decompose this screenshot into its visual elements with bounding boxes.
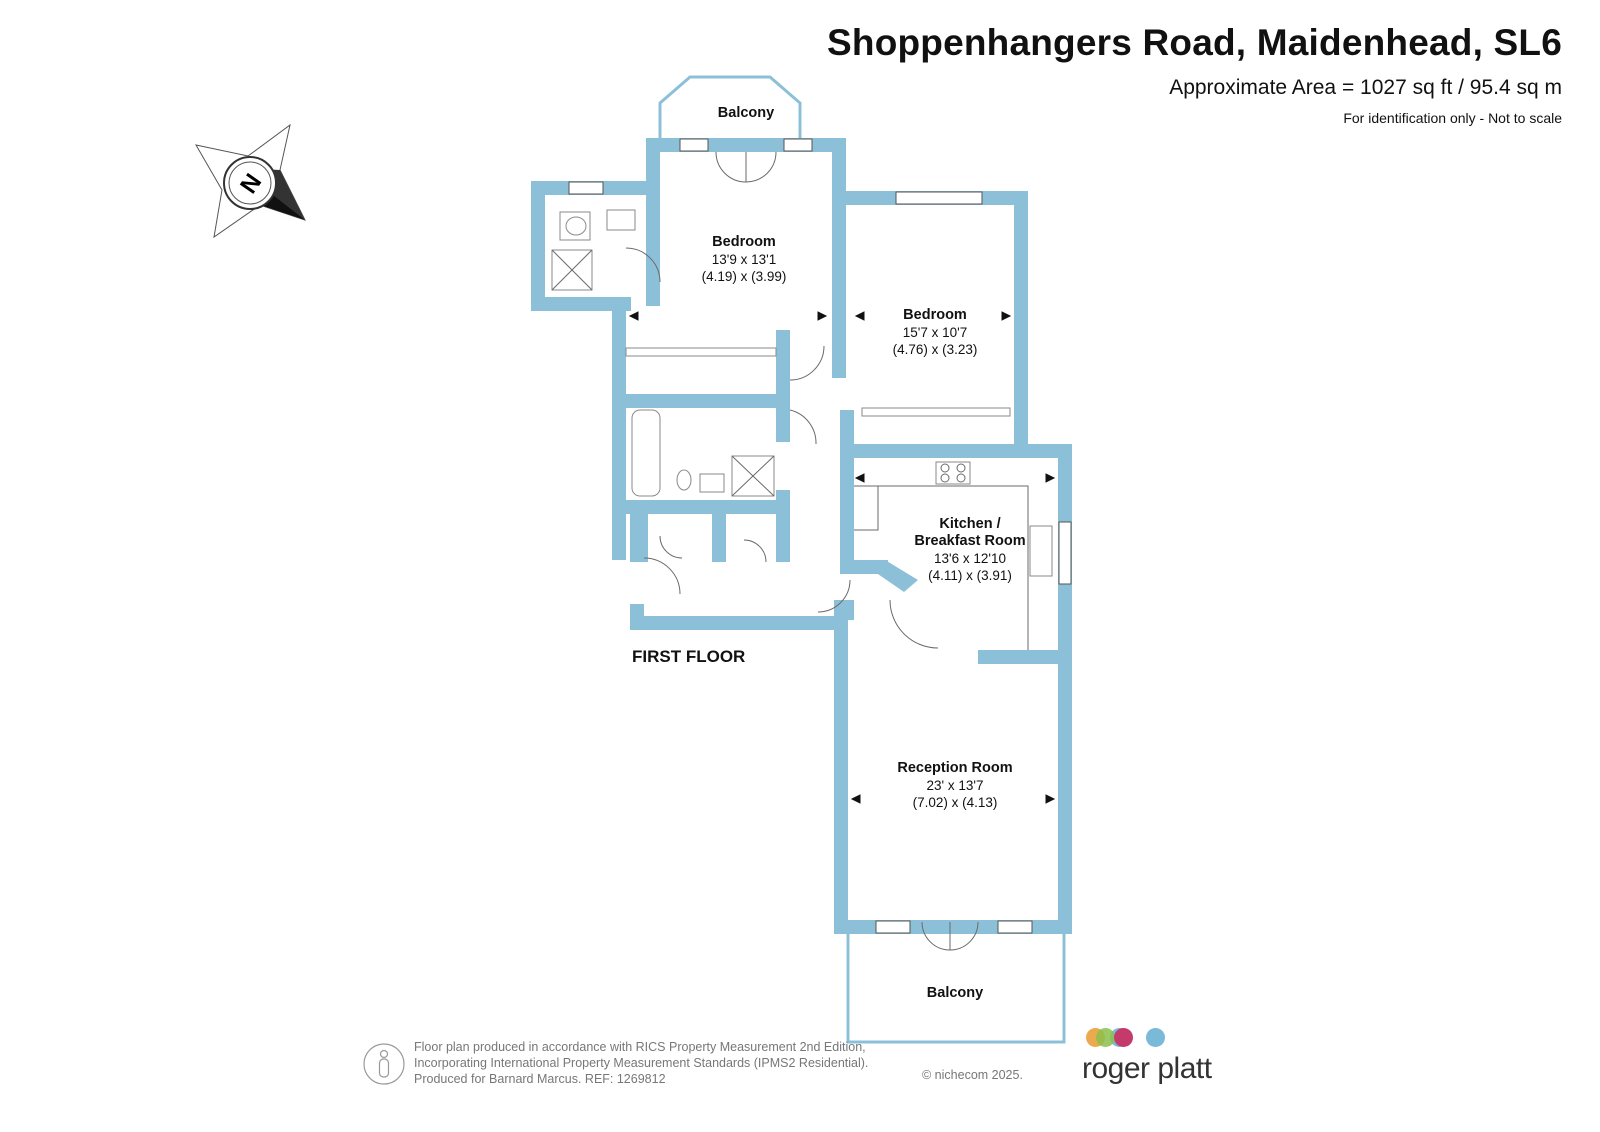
page-title: Shoppenhangers Road, Maidenhead, SL6 <box>827 22 1562 63</box>
compass-rose-icon: N <box>195 123 306 239</box>
room-bedroom-2: Bedroom 15'7 x 10'7 (4.76) x (3.23) <box>893 307 978 357</box>
wardrobe <box>625 347 777 357</box>
room-reception: Reception Room 23' x 13'7 (7.02) x (4.13… <box>897 760 1012 810</box>
logo-text: roger platt <box>1082 1052 1212 1085</box>
logo-dot-pink <box>1114 1028 1133 1047</box>
hob-icon <box>935 461 971 485</box>
logo-dot-blue-2 <box>1146 1028 1165 1047</box>
windows <box>568 138 1072 934</box>
scale-note: For identification only - Not to scale <box>1343 110 1562 126</box>
room-dimensions-metric: (4.19) x (3.99) <box>702 269 787 284</box>
footer-line-3: Produced for Barnard Marcus. REF: 126981… <box>414 1072 666 1086</box>
bath-icon <box>631 409 661 497</box>
top-balcony: Balcony <box>658 75 802 138</box>
floor-label: FIRST FLOOR <box>632 647 745 666</box>
room-name-balcony-top: Balcony <box>718 105 774 121</box>
room-name: Bedroom <box>712 234 776 250</box>
room-dimensions-metric: (4.11) x (3.91) <box>928 568 1012 583</box>
room-dimensions-imperial: 15'7 x 10'7 <box>903 325 967 340</box>
room-dimensions-metric: (4.76) x (3.23) <box>893 342 978 357</box>
approximate-area: Approximate Area = 1027 sq ft / 95.4 sq … <box>1169 76 1562 99</box>
copyright: © nichecom 2025. <box>922 1068 1023 1082</box>
room-name: Reception Room <box>897 760 1012 776</box>
room-dimensions-metric: (7.02) x (4.13) <box>913 795 998 810</box>
wardrobe <box>861 407 1011 417</box>
dimension-arrows <box>628 311 1056 804</box>
kitchen-sink-icon <box>1029 525 1053 577</box>
footer: Floor plan produced in accordance with R… <box>362 1040 1062 1100</box>
sink-icon <box>699 473 725 493</box>
room-name-line-2: Breakfast Room <box>914 533 1025 549</box>
brand-logo: roger platt <box>1082 1028 1232 1092</box>
room-bedroom-1: Bedroom 13'9 x 13'1 (4.19) x (3.99) <box>702 234 787 284</box>
logo-dot-green <box>1096 1028 1115 1047</box>
footer-line-1: Floor plan produced in accordance with R… <box>414 1040 866 1054</box>
room-name-balcony-bottom: Balcony <box>927 985 983 1001</box>
room-name-line-1: Kitchen / <box>939 516 1000 532</box>
room-dimensions-imperial: 13'6 x 12'10 <box>934 551 1006 566</box>
sink-icon <box>606 209 636 231</box>
room-dimensions-imperial: 13'9 x 13'1 <box>712 252 776 267</box>
room-name: Bedroom <box>903 307 967 323</box>
fixtures <box>551 209 1053 650</box>
doors <box>625 151 979 951</box>
footer-line-2: Incorporating International Property Mea… <box>414 1056 869 1070</box>
room-kitchen: Kitchen / Breakfast Room 13'6 x 12'10 (4… <box>914 516 1025 583</box>
toilet-icon <box>676 469 692 491</box>
person-icon <box>363 1043 405 1085</box>
room-dimensions-imperial: 23' x 13'7 <box>927 778 984 793</box>
bottom-balcony: Balcony <box>846 934 1066 1044</box>
